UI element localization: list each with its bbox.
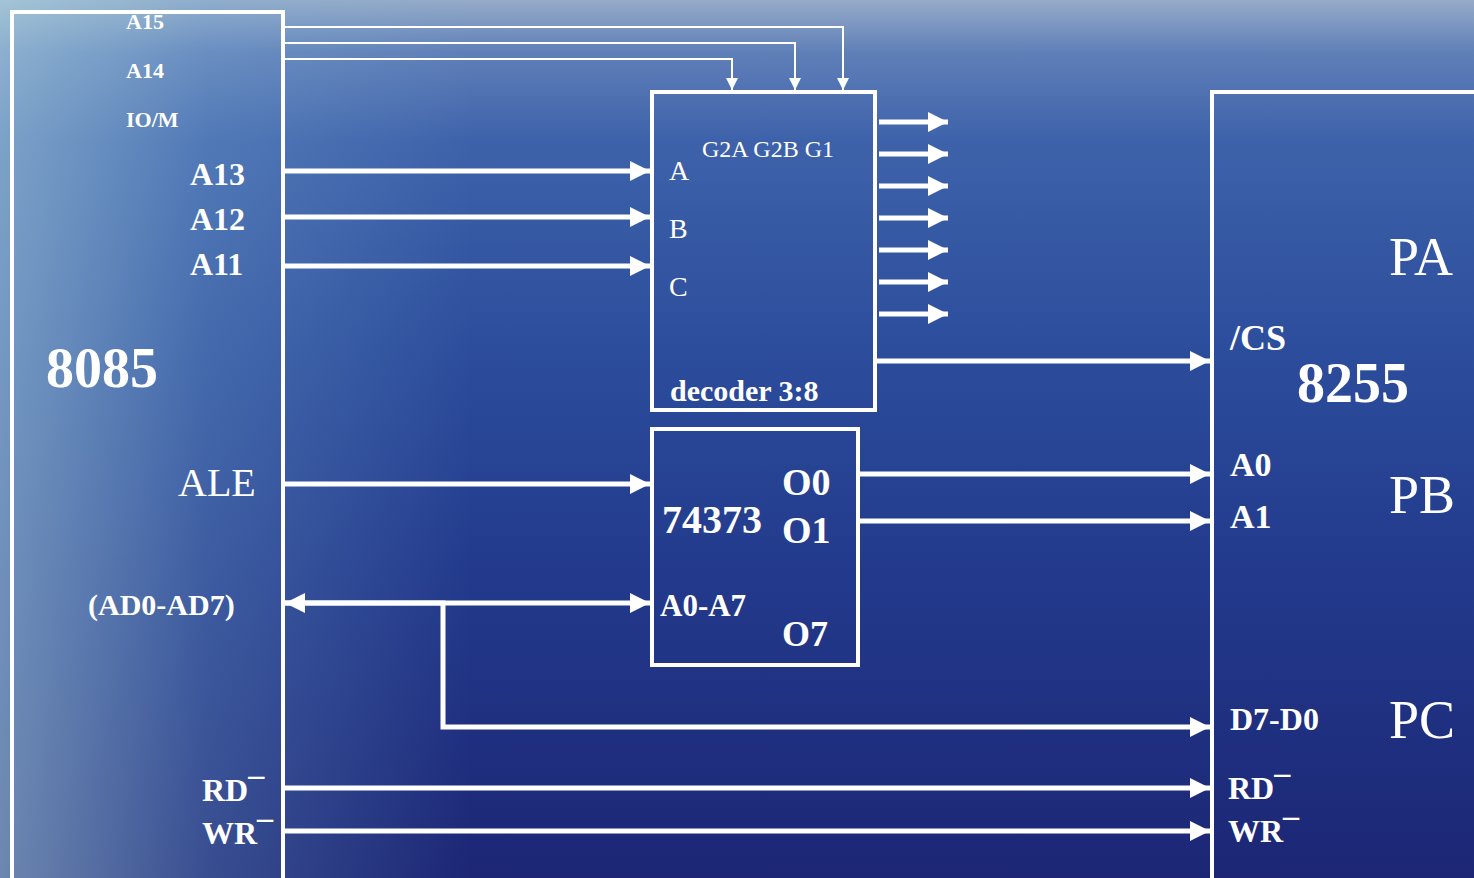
pin-label: C: [669, 273, 688, 301]
pin-label: O7: [782, 616, 828, 652]
pin-label: D7-D0: [1230, 703, 1319, 735]
output-arrow: [879, 120, 948, 125]
pin-label: A11: [190, 248, 243, 280]
output-arrow: [879, 152, 948, 157]
chip-name: 74373: [662, 500, 762, 540]
pin-label: G2A G2B G1: [702, 137, 834, 161]
pin-label: (AD0-AD7): [88, 590, 235, 620]
signal-wire: [285, 829, 1210, 834]
cpu-chip: 8085: [10, 10, 285, 878]
output-arrow: [879, 312, 948, 317]
connector-group: [285, 27, 1210, 831]
pin-label: WR¯: [202, 817, 273, 849]
pin-label: RD¯: [202, 774, 264, 806]
pin-label: A12: [190, 203, 245, 235]
pin-label: A: [669, 157, 689, 185]
decoder-outputs: [879, 122, 948, 314]
pin-label: RD¯: [1228, 772, 1290, 804]
signal-wire: [285, 43, 795, 90]
signal-wire: [860, 519, 1210, 524]
pin-label: WR¯: [1228, 815, 1299, 847]
pin-label: A14: [126, 60, 164, 82]
output-arrow: [879, 280, 948, 285]
pin-label: IO/M: [126, 109, 179, 131]
signal-wire: [285, 482, 650, 487]
signal-wire: [285, 215, 650, 220]
output-arrow: [879, 184, 948, 189]
pin-label: B: [669, 215, 688, 243]
chip-name: decoder 3:8: [670, 376, 819, 406]
signal-wire: [285, 169, 650, 174]
pin-label: PB: [1389, 468, 1455, 522]
pin-label: O1: [782, 511, 831, 549]
signal-wire: [285, 264, 650, 269]
pin-label: /CS: [1230, 320, 1286, 356]
pin-label: A0-A7: [660, 590, 746, 621]
pin-label: A15: [126, 11, 164, 33]
pin-label: A1: [1230, 500, 1272, 534]
signal-wire: [860, 472, 1210, 477]
pin-label: ALE: [178, 463, 256, 503]
pin-label: PA: [1389, 230, 1453, 284]
pin-label: PC: [1389, 693, 1455, 747]
pin-label: A13: [190, 158, 245, 190]
output-arrow: [879, 216, 948, 221]
signal-wire: [285, 59, 732, 90]
signal-wire: [877, 359, 1210, 364]
signal-wire: [285, 786, 1210, 791]
pin-label: A0: [1230, 448, 1272, 482]
chip-name: 8255: [1297, 355, 1409, 411]
signal-wire: [285, 27, 843, 90]
chip-name: 8085: [46, 340, 158, 396]
pin-label: O0: [782, 463, 831, 501]
output-arrow: [879, 248, 948, 253]
